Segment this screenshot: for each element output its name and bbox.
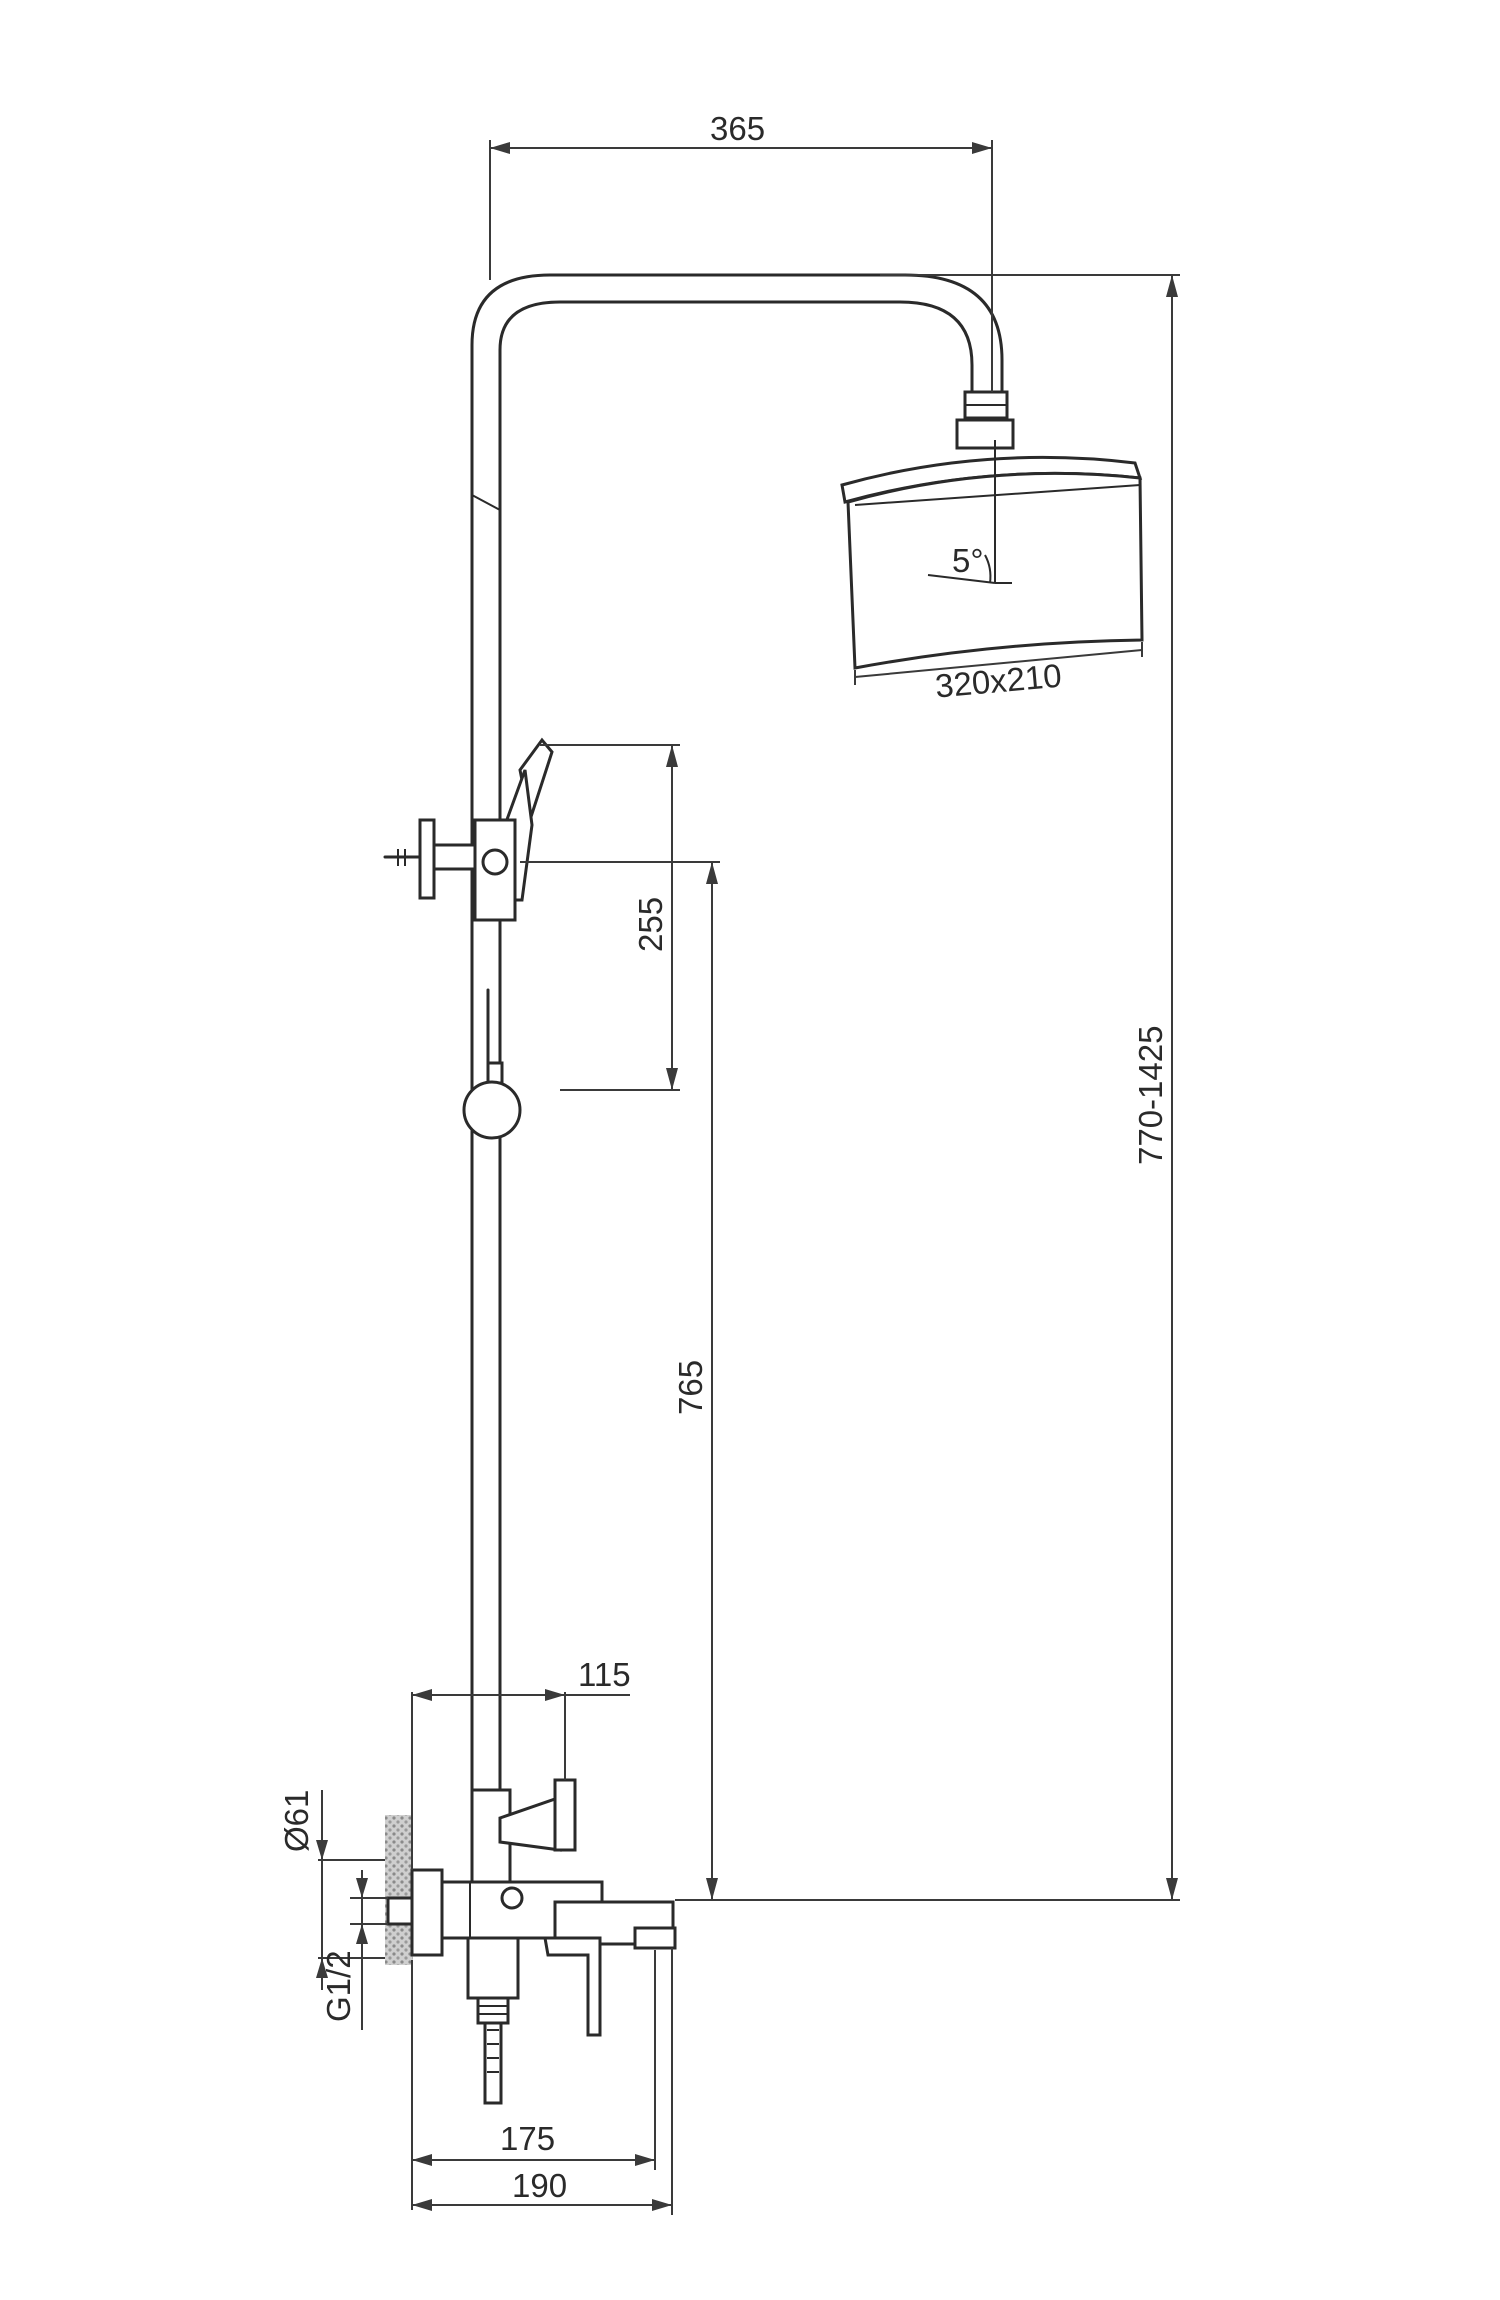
overall-depth-label: 190 (512, 2167, 567, 2204)
thermostatic-mixer (386, 1778, 677, 2105)
mixer-offset-label: 115 (578, 1656, 631, 1693)
holder-height-dimension (540, 744, 680, 1091)
top-width-label: 365 (710, 110, 765, 147)
showerhead-size-label: 320x210 (934, 657, 1063, 705)
holder-height-label: 255 (632, 897, 669, 952)
wall-section (385, 1815, 413, 1965)
top-width-dimension (489, 140, 993, 392)
slider-height-dimension (520, 861, 720, 1900)
slider-height-label: 765 (672, 1360, 709, 1415)
total-height-label: 770-1425 (1132, 1026, 1169, 1165)
inlet-thread-label: G1/2 (320, 1950, 357, 2022)
spout-depth-dimension (411, 1950, 656, 2210)
flange-diameter-dimension (316, 1790, 385, 1990)
inlet-thread-dimension (350, 1870, 388, 2030)
total-height-dimension (675, 274, 1180, 1901)
spout-depth-label: 175 (500, 2120, 555, 2157)
slider-knob (462, 988, 522, 1140)
rain-showerhead (840, 390, 1144, 670)
mixer-offset-dimension (411, 1689, 630, 1870)
flange-diameter-label: Ø61 (278, 1790, 315, 1852)
hand-shower-holder (383, 818, 517, 922)
showerhead-size-dimension (854, 642, 1143, 685)
showerhead-angle-label: 5° (952, 542, 984, 579)
overall-depth-dimension (412, 1948, 673, 2215)
